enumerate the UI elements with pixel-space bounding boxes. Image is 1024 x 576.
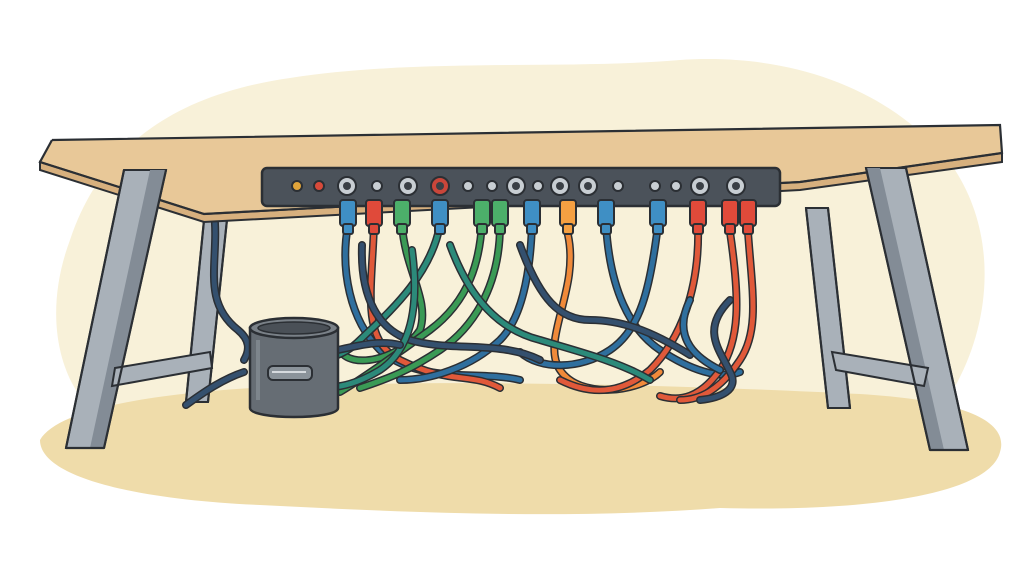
plug-neck bbox=[692, 223, 704, 235]
socket bbox=[462, 180, 474, 192]
plug bbox=[559, 199, 577, 227]
socket bbox=[670, 180, 682, 192]
trash-can bbox=[248, 316, 340, 419]
socket bbox=[371, 180, 383, 192]
socket-hole bbox=[696, 182, 704, 190]
cable bbox=[337, 222, 425, 363]
plug bbox=[393, 199, 411, 227]
plug bbox=[721, 199, 739, 227]
cable bbox=[183, 369, 247, 408]
plug bbox=[473, 199, 491, 227]
cable bbox=[697, 297, 735, 403]
socket-hole bbox=[436, 182, 444, 190]
plug-neck bbox=[742, 223, 754, 235]
cable bbox=[447, 242, 653, 383]
socket-hole bbox=[404, 182, 412, 190]
plug-neck bbox=[476, 223, 488, 235]
cable bbox=[677, 229, 756, 403]
plug-neck bbox=[526, 223, 538, 235]
socket-hole bbox=[584, 182, 592, 190]
socket-hole bbox=[732, 182, 740, 190]
cable bbox=[335, 340, 403, 353]
cable bbox=[342, 222, 523, 383]
power-strip bbox=[260, 166, 782, 208]
plug-neck bbox=[368, 223, 380, 235]
socket bbox=[612, 180, 624, 192]
socket bbox=[486, 180, 498, 192]
plug-neck bbox=[396, 223, 408, 235]
plug bbox=[339, 199, 357, 227]
cable bbox=[517, 222, 661, 368]
socket bbox=[532, 180, 544, 192]
plug bbox=[523, 199, 541, 227]
socket bbox=[291, 180, 303, 192]
cable bbox=[368, 222, 503, 391]
plug bbox=[739, 199, 757, 227]
plug bbox=[431, 199, 449, 227]
plug bbox=[491, 199, 509, 227]
plug-neck bbox=[434, 223, 446, 235]
socket bbox=[313, 180, 325, 192]
socket bbox=[649, 180, 661, 192]
cable bbox=[681, 297, 723, 373]
metal-desk-legs bbox=[64, 167, 970, 452]
cable bbox=[557, 222, 701, 393]
cable bbox=[359, 242, 543, 363]
plug bbox=[365, 199, 383, 227]
power-strip-sockets bbox=[291, 176, 746, 196]
cable bbox=[211, 209, 251, 363]
cable-plugs bbox=[339, 199, 757, 235]
cable bbox=[517, 242, 693, 358]
plug bbox=[689, 199, 707, 227]
plug-neck bbox=[342, 223, 354, 235]
plug bbox=[649, 199, 667, 227]
tangled-cables bbox=[182, 208, 757, 409]
plug-neck bbox=[494, 223, 506, 235]
plug-neck bbox=[600, 223, 612, 235]
plug-neck bbox=[562, 223, 574, 235]
plug-neck bbox=[652, 223, 664, 235]
socket-hole bbox=[556, 182, 564, 190]
socket-hole bbox=[343, 182, 351, 190]
socket-hole bbox=[512, 182, 520, 190]
plug bbox=[597, 199, 615, 227]
plug-neck bbox=[724, 223, 736, 235]
